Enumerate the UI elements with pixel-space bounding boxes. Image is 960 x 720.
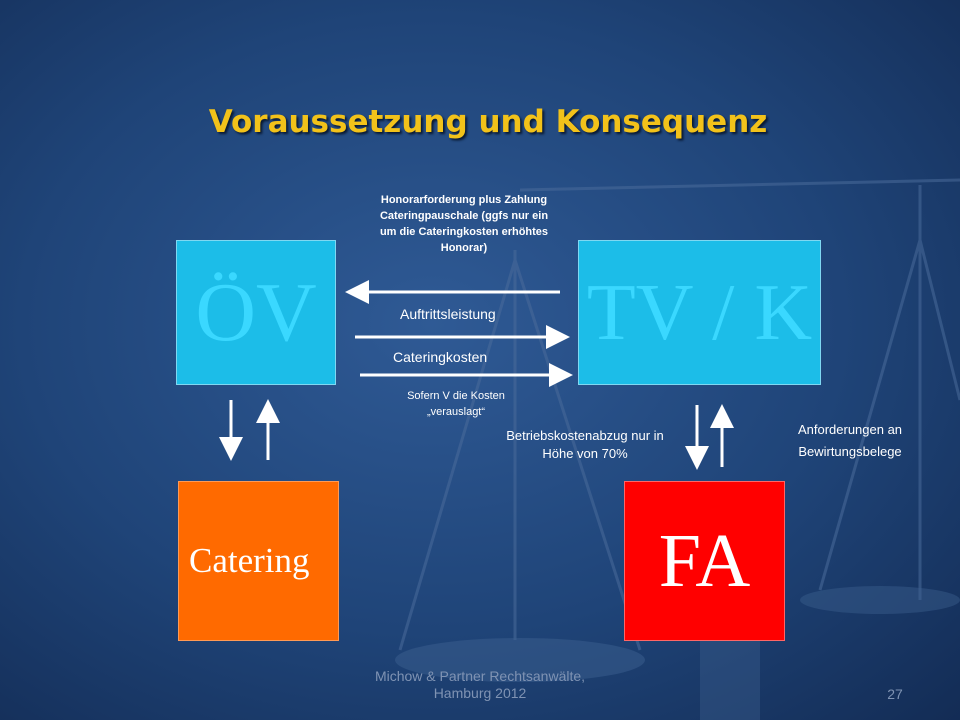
tvk-box: TV / K	[578, 240, 821, 385]
fa-box: FA	[624, 481, 785, 641]
slide-title: Voraussetzung und Konsequenz	[208, 104, 768, 140]
page-number: 27	[887, 686, 903, 702]
cateringkosten-label: Cateringkosten	[393, 349, 488, 365]
footer-text: Michow & Partner Rechtsanwälte, Hamburg …	[374, 668, 586, 701]
sofern-note: Sofern V die Kosten „verauslagt“	[407, 390, 505, 418]
fa-label: FA	[658, 518, 751, 603]
honorar-note: Honorarforderung plus Zahlung Cateringpa…	[379, 194, 549, 254]
anforderungen-note: Anforderungen an Bewirtungsbelege	[797, 422, 903, 459]
betrieb-note: Betriebskostenabzug nur in Höhe von 70%	[506, 428, 664, 461]
auftritt-label: Auftrittsleistung	[400, 306, 496, 322]
catering-box: Catering	[178, 481, 339, 641]
ov-label: ÖV	[195, 265, 317, 359]
catering-label: Catering	[189, 541, 310, 580]
ov-box: ÖV	[176, 240, 336, 385]
tvk-label: TV / K	[586, 268, 813, 357]
